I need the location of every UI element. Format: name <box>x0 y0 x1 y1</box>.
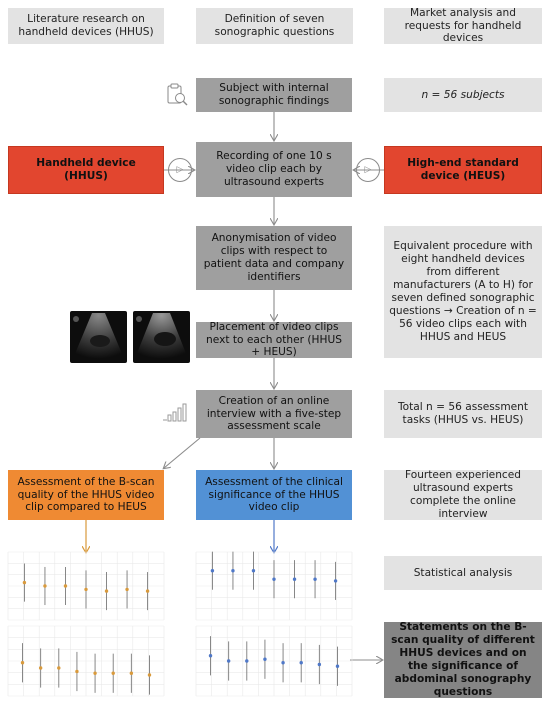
experts-box: Fourteen experienced ultrasound experts … <box>384 469 542 520</box>
interview-box: Creation of an online interview with a f… <box>196 390 352 438</box>
data-point <box>231 569 235 573</box>
data-point <box>333 579 338 583</box>
data-point <box>104 589 109 593</box>
data-point <box>251 569 256 573</box>
bscan-assessment-box: Assessment of the B-scan quality of the … <box>8 470 164 520</box>
data-point <box>129 671 134 675</box>
equivalent-procedure-box: Equivalent procedure with eight handheld… <box>384 226 542 358</box>
data-point <box>226 659 231 663</box>
subject-box: Subject with internal sonographic findin… <box>196 78 352 112</box>
data-point <box>281 661 285 665</box>
data-point <box>299 661 303 665</box>
data-point <box>75 669 79 674</box>
data-point <box>38 666 43 670</box>
data-point <box>145 589 150 593</box>
header-market: Market analysis and requests for handhel… <box>384 7 542 44</box>
data-point <box>20 661 25 665</box>
data-point <box>263 657 267 661</box>
data-point <box>93 671 97 675</box>
clinical-assessment-box: Assessment of the clinical significance … <box>196 470 352 520</box>
recording-box: Recording of one 10 s video clip each by… <box>196 142 352 197</box>
subjects-count-box: n = 56 subjects <box>384 78 542 112</box>
data-point <box>245 659 249 663</box>
data-point <box>111 671 115 675</box>
bar-signal-icon <box>163 403 187 422</box>
heus-device-box: High-end standard device (HEUS) <box>384 146 542 194</box>
data-point <box>292 577 297 581</box>
total-tasks-box: Total n = 56 assessment tasks (HHUS vs. … <box>384 390 542 438</box>
data-point <box>147 673 152 677</box>
data-point <box>63 584 68 588</box>
data-point <box>335 664 340 668</box>
data-point <box>208 654 213 658</box>
ultrasound-image-hhus <box>70 311 127 363</box>
data-point <box>317 662 322 667</box>
data-point <box>84 587 88 592</box>
header-literature: Literature research on handheld devices … <box>8 8 164 44</box>
data-point <box>313 577 317 581</box>
data-point <box>272 577 276 581</box>
anonymisation-box: Anonymisation of video clips with respec… <box>196 226 352 290</box>
arrow <box>164 437 201 468</box>
data-point <box>210 569 215 573</box>
statements-box: Statements on the B-scan quality of diff… <box>384 621 542 698</box>
hhus-device-box: Handheld device (HHUS) <box>8 146 164 194</box>
header-definition: Definition of seven sonographic question… <box>196 8 353 44</box>
clipboard-icon <box>167 83 188 106</box>
placement-box: Placement of video clips next to each ot… <box>196 321 352 358</box>
statistical-analysis-box: Statistical analysis <box>384 556 542 590</box>
data-point <box>43 584 47 588</box>
data-point <box>57 666 61 670</box>
data-point <box>22 580 27 585</box>
data-point <box>125 587 129 592</box>
ultrasound-image-heus <box>133 311 190 363</box>
